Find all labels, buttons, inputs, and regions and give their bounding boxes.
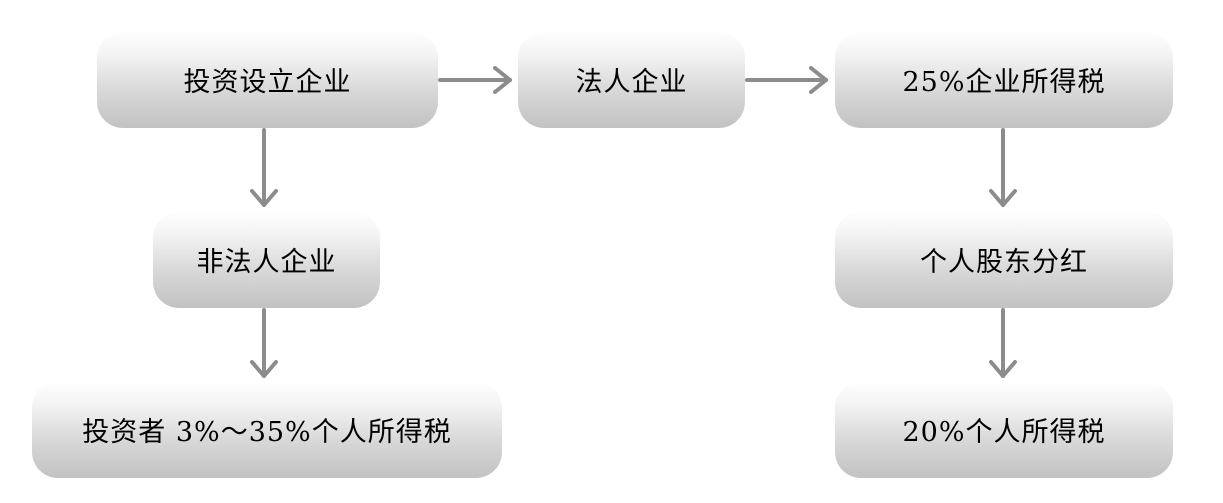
node-investor-tax: 投资者 3%～35%个人所得税	[32, 381, 502, 478]
arrow-nonlegal-to-invtax	[250, 308, 278, 378]
node-shareholder-dividend-label: 个人股东分红	[920, 247, 1088, 278]
node-non-legal-entity: 非法人企业	[153, 211, 380, 308]
arrow-invest-to-nonlegal	[250, 128, 278, 207]
node-corporate-tax-label: 25%企业所得税	[902, 67, 1106, 98]
node-investor-tax-label: 投资者 3%～35%个人所得税	[82, 417, 452, 448]
node-legal-entity: 法人企业	[518, 31, 745, 128]
arrow-dividend-to-pertax	[989, 308, 1017, 378]
arrow-corptax-to-dividend	[989, 128, 1017, 207]
node-shareholder-dividend: 个人股东分红	[835, 211, 1173, 308]
arrow-legal-to-corptax	[745, 66, 828, 94]
node-personal-tax-20: 20%个人所得税	[835, 381, 1173, 478]
node-invest-establish-label: 投资设立企业	[183, 67, 352, 98]
node-corporate-tax: 25%企业所得税	[835, 31, 1173, 128]
node-personal-tax-20-label: 20%个人所得税	[902, 417, 1106, 448]
node-invest-establish: 投资设立企业	[97, 31, 438, 128]
node-non-legal-entity-label: 非法人企业	[196, 247, 337, 278]
arrow-invest-to-legal	[438, 66, 512, 94]
node-legal-entity-label: 法人企业	[575, 67, 688, 98]
